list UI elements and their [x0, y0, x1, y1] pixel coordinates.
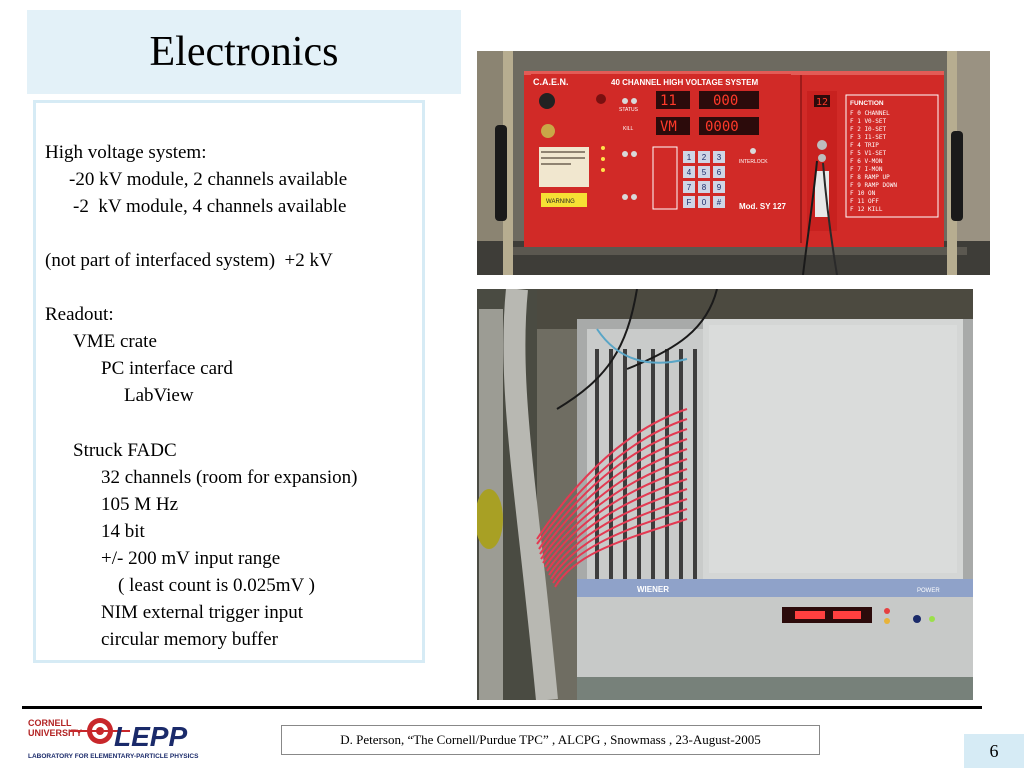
key-f: F [687, 198, 692, 207]
key-5: 5 [702, 168, 707, 177]
display-mode: VM [660, 119, 677, 135]
function-item: F 1 V0-SET [850, 118, 887, 125]
crate-brand: WIENER [637, 585, 669, 594]
key-3: 3 [717, 153, 722, 162]
power-label: POWER [917, 588, 940, 594]
function-item: F 7 I-MON [850, 166, 883, 173]
function-item: F 6 V-MON [850, 158, 883, 165]
footer-rule [22, 706, 982, 709]
hv-warning: WARNING [546, 199, 575, 205]
key-7: 7 [687, 183, 692, 192]
vme-crate-photo: WIENER POWER [477, 289, 973, 700]
logo-lepp: LEPP [114, 721, 187, 752]
key-1: 1 [687, 153, 692, 162]
function-item: F 8 RAMP UP [850, 174, 890, 181]
hv-system-photo: C.A.E.N. 40 CHANNEL HIGH VOLTAGE SYSTEM … [477, 51, 990, 275]
hv-status-label: STATUS [619, 107, 639, 113]
text-line: -20 kV module, 2 channels available [69, 169, 348, 190]
text-line: circular memory buffer [101, 629, 278, 650]
text-line: ( least count is 0.025mV ) [118, 575, 316, 596]
hv-interlock-label: INTERLOCK [739, 159, 768, 165]
title-box: Electronics [27, 10, 461, 94]
function-item: F 5 V1-SET [850, 150, 887, 157]
function-item: F 0 CHANNEL [850, 110, 890, 117]
text-line: VME crate [73, 331, 157, 352]
function-item: F 2 I0-SET [850, 126, 887, 133]
hv-keypad [683, 151, 725, 208]
text-line: 32 channels (room for expansion) [101, 467, 358, 488]
key-4: 4 [687, 168, 692, 177]
function-label: FUNCTION [850, 100, 884, 107]
text-line: High voltage system: [45, 142, 207, 163]
function-item: F 10 ON [850, 190, 876, 197]
key-0: 0 [702, 198, 707, 207]
function-item: F 9 RAMP DOWN [850, 182, 897, 189]
text-line: (not part of interfaced system) +2 kV [45, 250, 333, 271]
key-2: 2 [702, 153, 707, 162]
hv-model: Mod. SY 127 [739, 202, 787, 211]
text-line: Struck FADC [73, 440, 177, 461]
logo-university: UNIVERSITY [28, 728, 82, 738]
text-line: NIM external trigger input [101, 602, 304, 623]
slide-title: Electronics [149, 29, 339, 75]
logo-cornell: CORNELL [28, 718, 72, 728]
key-9: 9 [717, 183, 722, 192]
page-number: 6 [964, 734, 1024, 768]
key-8: 8 [702, 183, 707, 192]
small-display: 12 [816, 97, 828, 108]
text-line: LabView [124, 385, 194, 406]
text-line: +/- 200 mV input range [101, 548, 281, 569]
key-hash: # [717, 198, 722, 207]
lepp-logo: CORNELL UNIVERSITY LEPP LABORATORY FOR E… [26, 716, 216, 762]
text-line: 105 M Hz [101, 494, 179, 515]
text-line: Readout: [45, 304, 114, 325]
logo-subtitle: LABORATORY FOR ELEMENTARY-PARTICLE PHYSI… [28, 753, 199, 760]
display-channel: 11 [660, 93, 677, 109]
function-item: F 4 TRIP [850, 142, 879, 149]
hv-header: 40 CHANNEL HIGH VOLTAGE SYSTEM [611, 78, 758, 87]
function-item: F 12 KILL [850, 206, 883, 213]
function-item: F 11 OFF [850, 198, 879, 205]
display-reading: 0000 [705, 119, 739, 135]
hv-brand: C.A.E.N. [533, 77, 569, 87]
function-item: F 3 I1-SET [850, 134, 887, 141]
text-line: 14 bit [101, 521, 145, 542]
footer-citation: D. Peterson, “The Cornell/Purdue TPC” , … [281, 725, 820, 755]
text-line: PC interface card [101, 358, 233, 379]
display-value: 000 [713, 93, 738, 109]
content-box: High voltage system: -20 kV module, 2 ch… [33, 100, 425, 663]
hv-kill-label: KILL [623, 126, 634, 132]
key-6: 6 [717, 168, 722, 177]
text-line: -2 kV module, 4 channels available [73, 196, 347, 217]
